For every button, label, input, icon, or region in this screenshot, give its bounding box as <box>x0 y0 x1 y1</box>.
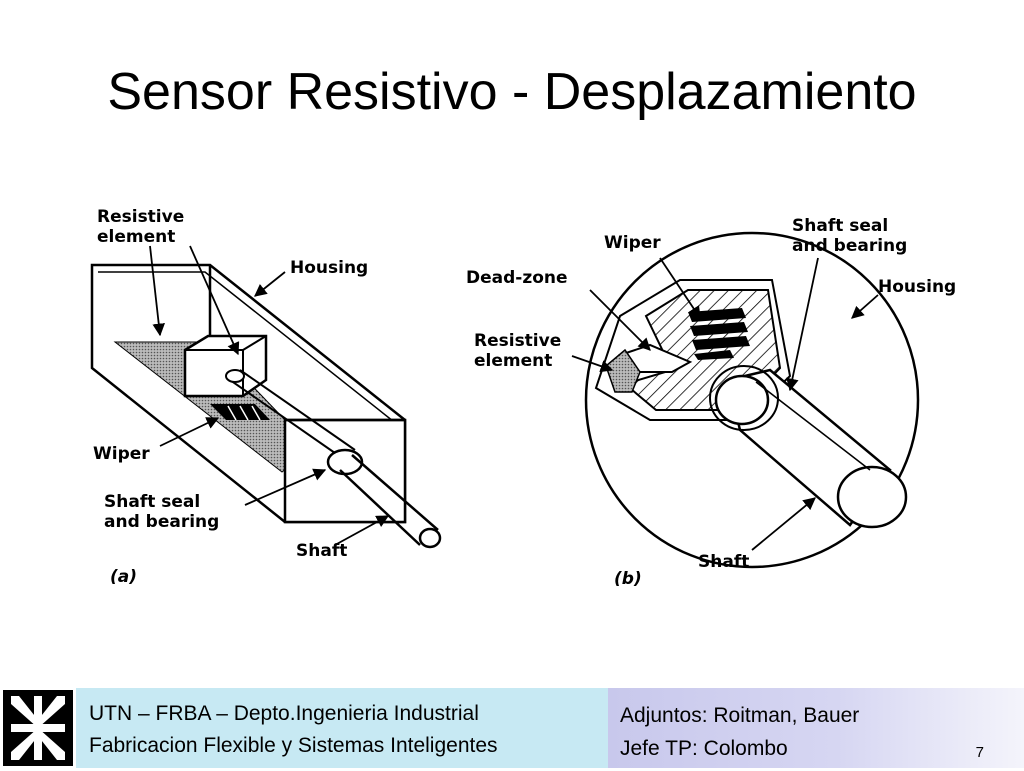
label-shaft-a: Shaft <box>296 541 347 561</box>
utn-logo <box>3 690 73 766</box>
sensor-diagram: Resistive element Housing Wiper Shaft se… <box>90 207 956 589</box>
footer-left-band: UTN – FRBA – Depto.Ingenieria Industrial… <box>76 688 608 768</box>
footer: UTN – FRBA – Depto.Ingenieria Industrial… <box>0 688 1024 768</box>
footer-jefe-tp: Jefe TP: Colombo <box>620 737 788 760</box>
label-housing-a: Housing <box>290 258 368 278</box>
shaft-seal-b <box>709 365 779 431</box>
label-shaft-seal-b-line1: Shaft seal <box>792 216 888 236</box>
label-wiper-b: Wiper <box>604 233 661 253</box>
label-shaft-b: Shaft <box>698 552 749 572</box>
caption-b: (b) <box>614 569 642 589</box>
shaft-seal-a <box>326 448 364 476</box>
label-shaft-seal-a-line2: and bearing <box>104 512 219 532</box>
label-wiper-a: Wiper <box>93 444 150 464</box>
footer-adjuntos: Adjuntos: Roitman, Bauer <box>620 704 860 727</box>
label-resistive-element-b-line2: element <box>474 351 552 371</box>
label-shaft-seal-b-line2: and bearing <box>792 236 907 256</box>
footer-institution: UTN – FRBA – Depto.Ingenieria Industrial <box>89 702 479 725</box>
caption-a: (a) <box>110 567 137 587</box>
label-dead-zone-b: Dead-zone <box>466 268 568 288</box>
page-number: 7 <box>975 744 984 761</box>
wiper-b <box>688 308 750 360</box>
shaft-b <box>714 368 908 529</box>
slider-block-a <box>183 334 268 398</box>
leaders-a <box>149 245 390 546</box>
shaft-end-a <box>418 527 442 549</box>
label-resistive-element-b-line1: Resistive <box>474 331 561 351</box>
slide-title: Sensor Resistivo - Desplazamiento <box>107 63 917 121</box>
label-housing-b: Housing <box>878 277 956 297</box>
label-resistive-element-a-line2: element <box>97 227 175 247</box>
label-shaft-seal-a-line1: Shaft seal <box>104 492 200 512</box>
footer-right-band: Adjuntos: Roitman, Bauer Jefe TP: Colomb… <box>608 688 1024 768</box>
leaders-b <box>571 257 879 551</box>
figure-a <box>90 263 442 549</box>
label-resistive-element-a-line1: Resistive <box>97 207 184 227</box>
figure-b <box>584 231 920 569</box>
footer-course: Fabricacion Flexible y Sistemas Intelige… <box>89 734 498 757</box>
